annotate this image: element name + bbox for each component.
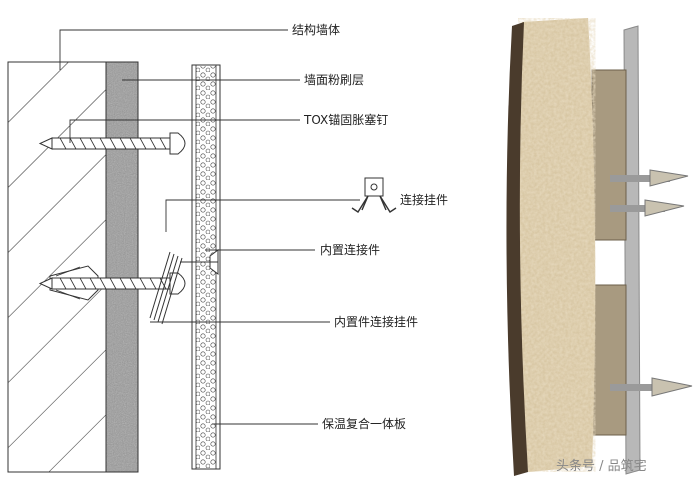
label-embedded-connector-hanger: 内置件连接挂件 [334,314,418,329]
label-plaster-layer: 墙面粉刷层 [304,73,364,87]
leader-lines [59,29,360,425]
connector-hanger-angled [149,251,183,325]
bolt-upper-2 [610,199,685,217]
watermark: 头条号 / 品筑宅 [556,458,647,474]
embedded-connector [180,249,219,275]
physical-model [506,18,693,476]
foam-core [518,18,596,472]
label-structural-wall: 结构墙体 [292,22,340,37]
label-insulation-board: 保温复合一体板 [322,416,406,431]
plaster-layer [105,61,139,473]
bolt-lower [610,377,693,397]
bolt-upper-1 [610,169,689,187]
bracket-lower [591,284,627,436]
label-connector-hanger: 连接挂件 [400,192,448,207]
anchor-screw-upper [38,132,186,155]
insulation-board [191,64,221,470]
stone-facing [506,22,528,476]
label-anchor-screw: TOX锚固胀塞钉 [303,112,388,127]
bracket-upper [591,69,627,241]
section-drawing: 结构墙体 墙面粉刷层 TOX锚固胀塞钉 连接挂件 内置连接件 内置件连接挂件 保… [7,22,448,473]
anchor-screw-lower [38,265,186,301]
label-embedded-connector: 内置连接件 [320,242,380,257]
structural-wall [7,61,107,473]
connector-hanger-symbol [351,177,397,213]
